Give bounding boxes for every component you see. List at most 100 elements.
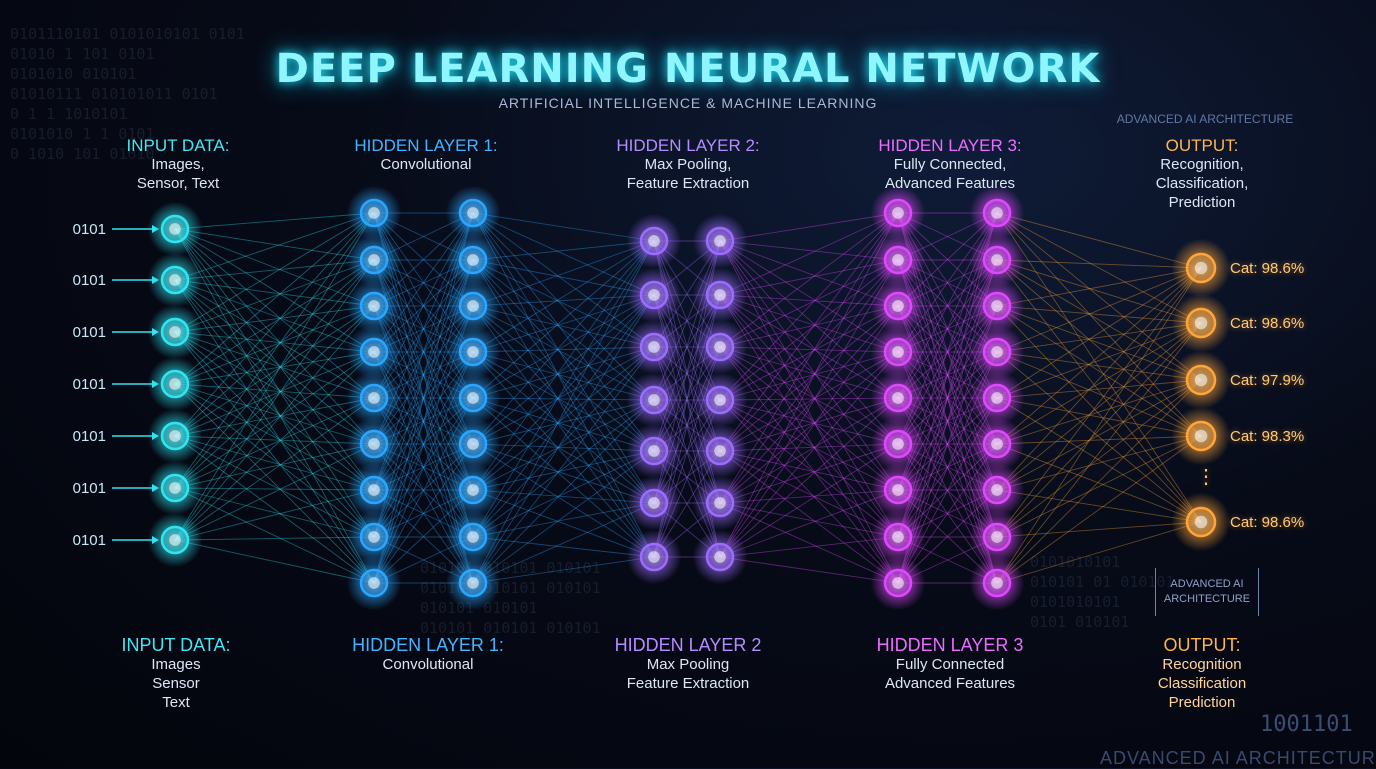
header-hidden1-top: HIDDEN LAYER 1: Convolutional <box>296 136 556 174</box>
header-line: Sensor, Text <box>136 175 220 192</box>
output-label: Cat: 98.6% <box>1230 514 1305 531</box>
header-heading: OUTPUT: <box>1165 136 1239 155</box>
connection-line <box>719 305 899 452</box>
connection-line <box>174 228 375 584</box>
neuron-core <box>991 531 1003 543</box>
connection-line <box>472 294 655 399</box>
connection-line <box>996 322 1202 584</box>
neuron-core <box>467 577 479 589</box>
connection-line <box>472 450 655 584</box>
neuron-core <box>892 346 904 358</box>
connection-line <box>174 305 375 541</box>
header-output-top: OUTPUT: Recognition, Classification, Pre… <box>1072 136 1332 212</box>
neuron-core <box>467 346 479 358</box>
connection-line <box>472 450 655 538</box>
connection-line <box>897 305 998 445</box>
header-line: Images <box>151 656 201 673</box>
neuron-core <box>714 341 726 353</box>
header-line: Convolutional <box>382 656 474 673</box>
connection-line <box>174 435 375 584</box>
connection-line <box>472 443 655 558</box>
connection-line <box>174 228 375 399</box>
neuron-core <box>648 445 660 457</box>
connection-line <box>719 450 899 538</box>
connection-line <box>719 346 899 538</box>
connection-line <box>174 259 375 281</box>
neuron-core <box>1194 515 1208 529</box>
neuron-core <box>368 254 380 266</box>
connection-line <box>996 267 1202 538</box>
connection-line <box>897 351 998 491</box>
header-hidden3-top: HIDDEN LAYER 3: Fully Connected, Advance… <box>820 136 1080 193</box>
connection-line <box>719 305 899 504</box>
connection-line <box>472 240 655 584</box>
connection-line <box>472 294 655 491</box>
connection-line <box>174 351 375 489</box>
neuron-core <box>1194 373 1208 387</box>
connection-line <box>174 331 375 445</box>
connection-line <box>897 212 998 353</box>
connection-line <box>719 259 899 558</box>
neuron-core <box>169 378 181 390</box>
header-heading: OUTPUT: <box>1163 635 1241 655</box>
output-label: Cat: 98.6% <box>1230 315 1305 332</box>
connection-line <box>897 212 998 353</box>
connection-line <box>373 259 474 399</box>
neuron-core <box>169 223 181 235</box>
connection-line <box>719 259 899 296</box>
neuron-core <box>368 484 380 496</box>
binary-corner-text: 1001101 <box>1260 712 1353 737</box>
connection-line <box>174 351 375 385</box>
connection-line <box>174 443 375 541</box>
connection-line <box>996 305 1202 324</box>
connection-line <box>472 259 655 452</box>
connection-line <box>373 305 474 445</box>
neuron-core <box>368 531 380 543</box>
header-heading: HIDDEN LAYER 3 <box>876 635 1024 655</box>
connection-line <box>174 397 375 437</box>
connection-line <box>472 502 655 584</box>
output-label: Cat: 98.3% <box>1230 428 1305 445</box>
neuron-core <box>368 392 380 404</box>
connection-line <box>174 383 375 538</box>
connection-line <box>472 240 655 261</box>
connection-line <box>174 279 375 491</box>
connection-line <box>996 379 1202 491</box>
connection-line <box>472 397 655 401</box>
header-line: Convolutional <box>380 156 472 173</box>
connection-line <box>719 294 899 491</box>
connection-line <box>174 351 375 541</box>
connection-line <box>996 435 1202 445</box>
connection-line <box>719 259 899 348</box>
connection-line <box>996 435 1202 584</box>
connection-line <box>996 259 1202 381</box>
connection-line <box>174 331 375 538</box>
neuron-core <box>648 341 660 353</box>
connection-line <box>472 240 655 445</box>
header-hidden2-bottom: HIDDEN LAYER 2 Max Pooling Feature Extra… <box>558 636 818 693</box>
neuron-core <box>467 207 479 219</box>
connection-line <box>719 305 899 401</box>
header-line: Max Pooling <box>646 656 730 673</box>
connection-line <box>996 212 1202 381</box>
connection-edges <box>174 212 1202 584</box>
connection-line <box>174 212 375 541</box>
connection-line <box>472 346 655 353</box>
connection-line <box>472 502 655 538</box>
background-binary-left: 0101110101 0101010101 0101 01010 1 101 0… <box>10 25 245 163</box>
header-line: Fully Connected <box>895 656 1005 673</box>
connection-line <box>996 379 1202 445</box>
connection-line <box>719 502 899 584</box>
connection-line <box>719 212 899 558</box>
connection-line <box>472 305 655 401</box>
connection-line <box>174 487 375 491</box>
connection-line <box>472 212 655 504</box>
neuron-core <box>892 392 904 404</box>
connection-line <box>996 259 1202 437</box>
header-hidden1-bottom: HIDDEN LAYER 1: Convolutional <box>298 636 558 674</box>
connection-line <box>373 259 474 399</box>
connection-line <box>996 351 1202 381</box>
input-label: 0101 <box>72 376 106 393</box>
connection-line <box>373 397 474 538</box>
